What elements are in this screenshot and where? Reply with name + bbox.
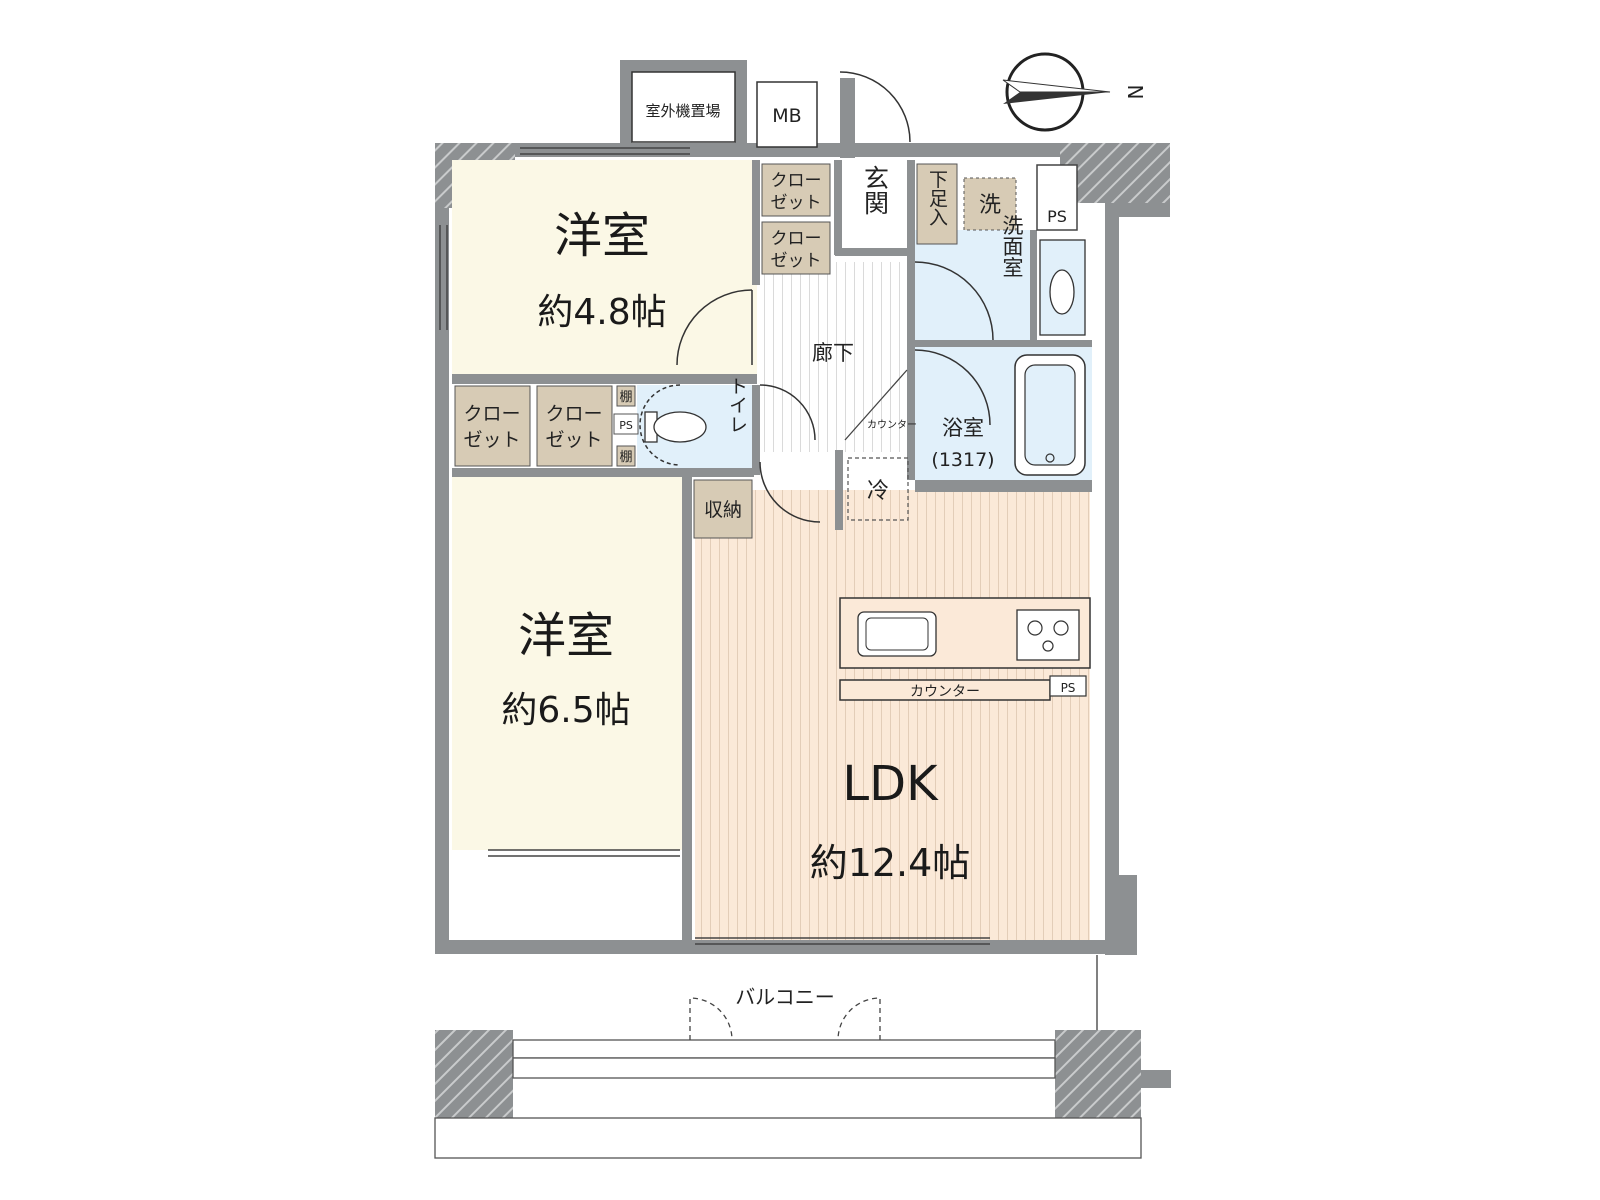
balcony: バルコニー bbox=[434, 955, 1142, 1159]
fridge-label: 冷 bbox=[867, 479, 889, 504]
closet-label-line1: クロー bbox=[463, 403, 520, 425]
toilet-pipe-space-label: PS bbox=[619, 419, 633, 432]
toilet-area: 棚 棚 PS トイレ bbox=[613, 377, 748, 467]
shoe-closet-label: 下足入 bbox=[926, 170, 948, 227]
closet-label-line1: クロー bbox=[771, 229, 822, 249]
kitchen-unit: カウンター PS bbox=[839, 597, 1091, 701]
toilet-bowl-icon bbox=[644, 411, 707, 443]
washer-label: 洗 bbox=[979, 193, 1001, 218]
bathroom-label: 浴室 bbox=[942, 416, 984, 440]
closet-mid-b: クロー ゼット bbox=[536, 385, 613, 467]
shelf-label: 棚 bbox=[619, 450, 632, 465]
closet-label-line1: クロー bbox=[545, 403, 602, 425]
fridge-space: 冷 bbox=[847, 457, 909, 521]
pipe-space-top: PS bbox=[1036, 164, 1078, 231]
outdoor-unit-label: 室外機置場 bbox=[645, 102, 720, 120]
meter-box bbox=[756, 81, 818, 148]
closet-label-line2: ゼット bbox=[463, 429, 520, 451]
western-room-south-floor bbox=[452, 470, 682, 850]
bathroom-size-label: (1317) bbox=[931, 449, 994, 471]
windows bbox=[439, 147, 990, 945]
closet-mid-a: クロー ゼット bbox=[454, 385, 531, 467]
kitchen-pipe-space-label: PS bbox=[1061, 681, 1076, 695]
meter-box-door bbox=[839, 71, 911, 143]
washroom-label: 洗面室 bbox=[1000, 215, 1024, 278]
kitchen-counter-label: カウンター bbox=[910, 684, 980, 700]
ldk-name: LDK bbox=[842, 756, 939, 812]
closet-label-line2: ゼット bbox=[771, 193, 822, 213]
entrance-label: 玄関 bbox=[861, 165, 890, 215]
hallway-floor bbox=[757, 262, 912, 452]
hallway-label: 廊下 bbox=[812, 341, 854, 365]
western-room-north-size: 約4.8帖 bbox=[537, 292, 666, 333]
door-swings bbox=[639, 261, 994, 523]
hall-counter-label: カウンター bbox=[867, 419, 917, 431]
storage-label: 収納 bbox=[704, 499, 742, 521]
outer-walls bbox=[435, 143, 1171, 1118]
western-room-south-size: 約6.5帖 bbox=[501, 690, 630, 731]
meter-box-label: MB bbox=[772, 105, 801, 127]
wash-basin-icon bbox=[1039, 239, 1086, 336]
outdoor-unit-area bbox=[631, 71, 736, 143]
western-room-north-floor bbox=[452, 160, 757, 375]
western-room-south-name: 洋室 bbox=[518, 608, 614, 664]
closet-north-a: クロー ゼット bbox=[761, 163, 831, 217]
north-arrow-icon: N bbox=[1002, 52, 1147, 132]
shoe-closet: 下足入 bbox=[916, 163, 958, 245]
stove-icon bbox=[1016, 609, 1080, 661]
sink-icon bbox=[857, 611, 937, 657]
compass-direction: N bbox=[1123, 85, 1147, 100]
interior-walls bbox=[452, 60, 1092, 943]
washer-space: 洗 bbox=[963, 177, 1017, 231]
ldk-floor bbox=[695, 490, 1090, 940]
closet-label-line2: ゼット bbox=[545, 429, 602, 451]
closet-north-b: クロー ゼット bbox=[761, 221, 831, 275]
toilet-label: トイレ bbox=[726, 377, 748, 434]
closet-label-line2: ゼット bbox=[771, 251, 822, 271]
washroom-floor bbox=[914, 230, 1034, 345]
pipe-space-label: PS bbox=[1047, 207, 1067, 226]
bathtub-icon bbox=[1014, 354, 1086, 476]
storage-closet: 収納 bbox=[693, 479, 753, 539]
western-room-north-name: 洋室 bbox=[554, 208, 650, 264]
closet-label-line1: クロー bbox=[771, 171, 822, 191]
shelf-label: 棚 bbox=[619, 390, 632, 405]
balcony-label: バルコニー bbox=[735, 985, 835, 1009]
hall-counter: カウンター bbox=[844, 369, 917, 441]
ldk-size: 約12.4帖 bbox=[810, 841, 971, 885]
